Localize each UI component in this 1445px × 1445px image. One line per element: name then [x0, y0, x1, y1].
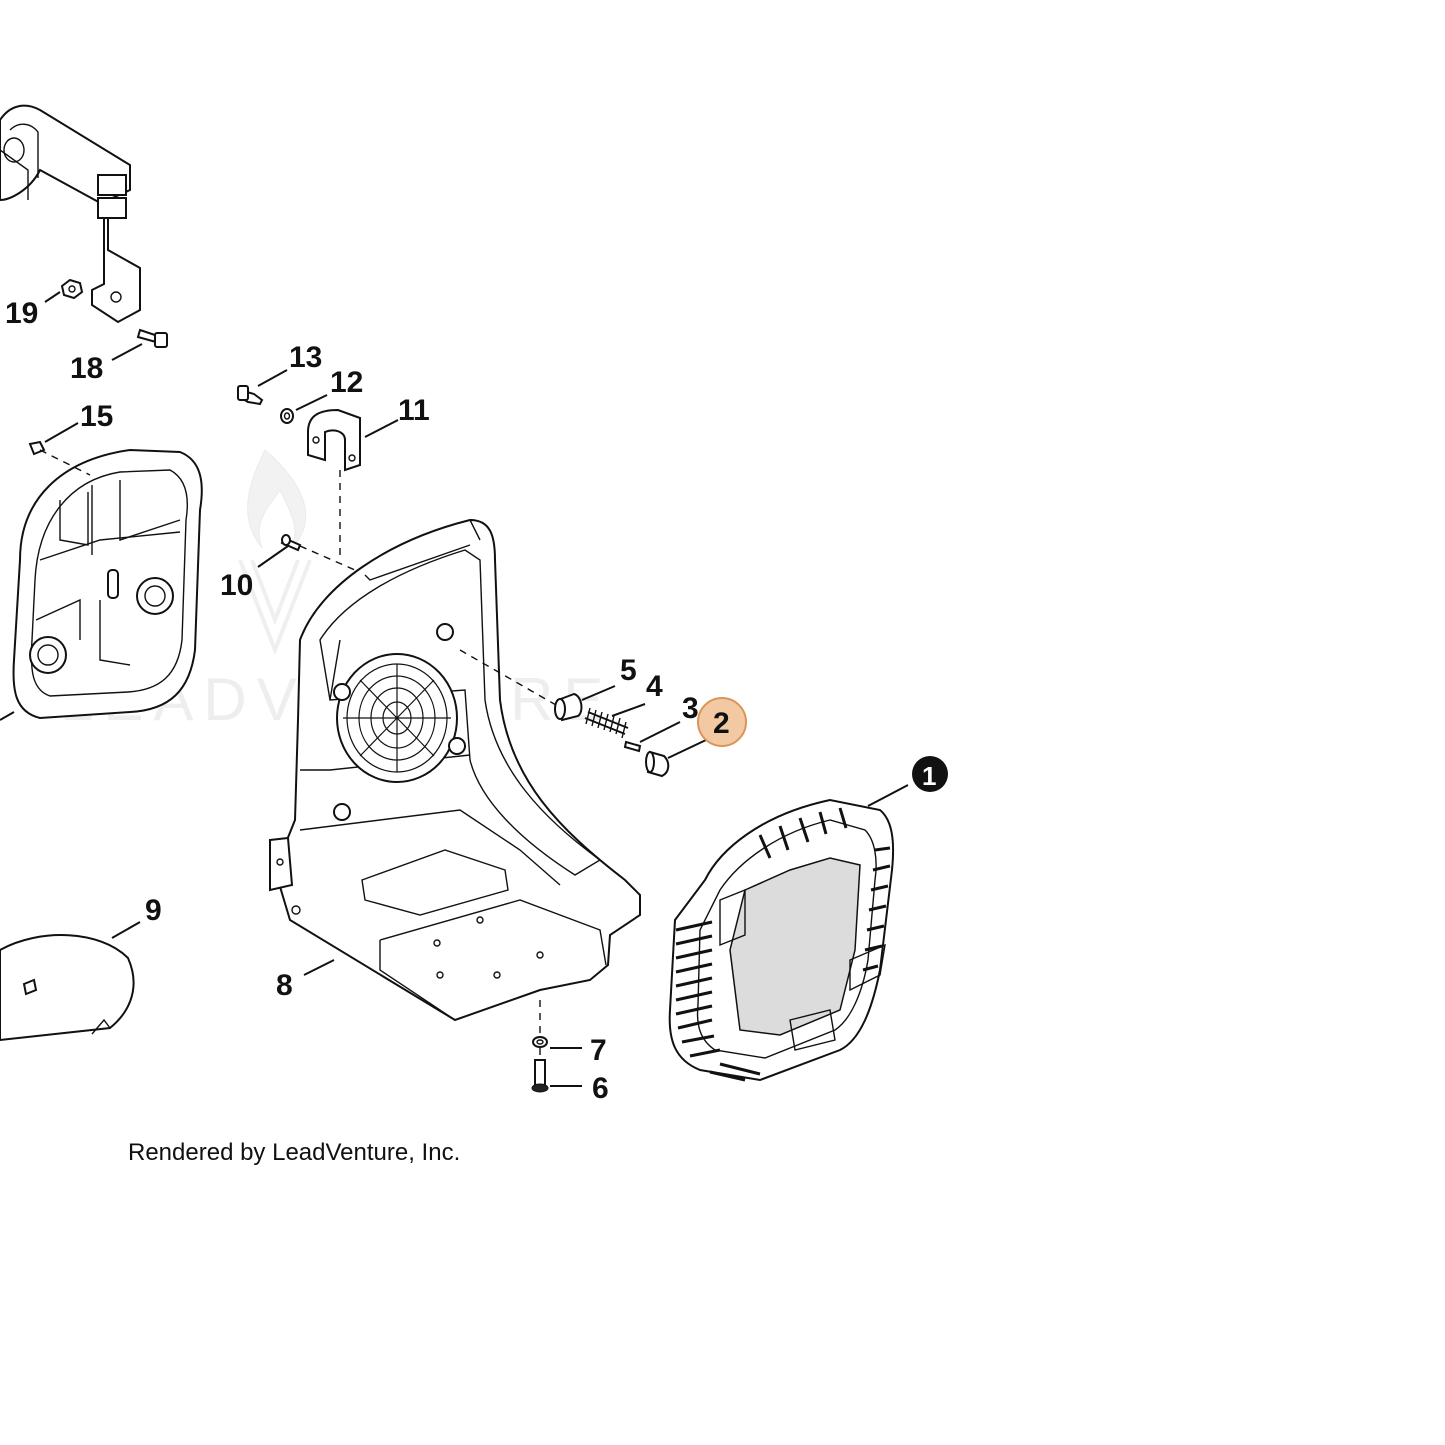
fitting-part: [554, 692, 583, 722]
frame-ribs: [675, 807, 891, 1082]
small-screw-part: [28, 440, 46, 456]
leader-lines: [0, 291, 909, 1087]
assembly-lines: [39, 449, 557, 1058]
clamp-part: [307, 408, 361, 472]
bottom-screw-part: [531, 1059, 549, 1093]
callout-2[interactable]: 2: [713, 707, 730, 740]
cap-part: [645, 750, 670, 778]
grille-holes: [343, 663, 451, 773]
callout-19[interactable]: 19: [5, 297, 38, 330]
bottom-washer-part: [532, 1036, 548, 1048]
callout-10[interactable]: 10: [220, 569, 253, 602]
callout-7[interactable]: 7: [590, 1034, 607, 1067]
spring-part: [584, 707, 629, 739]
nut-part: [60, 278, 84, 300]
render-credit: Rendered by LeadVenture, Inc.: [128, 1139, 460, 1166]
callout-11[interactable]: 11: [398, 394, 430, 427]
gasket-part: [0, 934, 135, 1042]
callout-3[interactable]: 3: [682, 692, 699, 725]
callout-6[interactable]: 6: [592, 1072, 609, 1105]
frame-ring-part: [668, 798, 895, 1082]
watermark-logo-icon: [238, 449, 312, 656]
callout-2-highlight[interactable]: 2: [697, 697, 747, 747]
callout-13[interactable]: 13: [289, 341, 322, 374]
cover-plate-part: [12, 448, 203, 720]
pin-part: [280, 534, 302, 552]
callout-1[interactable]: 1: [922, 761, 936, 791]
harness-bracket-part: [0, 104, 141, 324]
small-pin-part: [623, 740, 642, 753]
callouts: 19 18 13 12 11 15 10 5 4 3 2 1 9 8 7 6: [5, 297, 948, 1105]
callout-9[interactable]: 9: [145, 894, 162, 927]
callout-4[interactable]: 4: [646, 670, 663, 703]
washer-part: [280, 408, 294, 424]
screw-part: [136, 328, 168, 348]
callout-1-inverted[interactable]: 1: [912, 756, 948, 792]
callout-15[interactable]: 15: [80, 400, 113, 433]
callout-5[interactable]: 5: [620, 654, 637, 687]
back-plate-part: [269, 518, 641, 1022]
bolt-part: [236, 385, 264, 406]
callout-18[interactable]: 18: [70, 352, 103, 385]
callout-8[interactable]: 8: [276, 969, 293, 1002]
callout-12[interactable]: 12: [330, 366, 363, 399]
